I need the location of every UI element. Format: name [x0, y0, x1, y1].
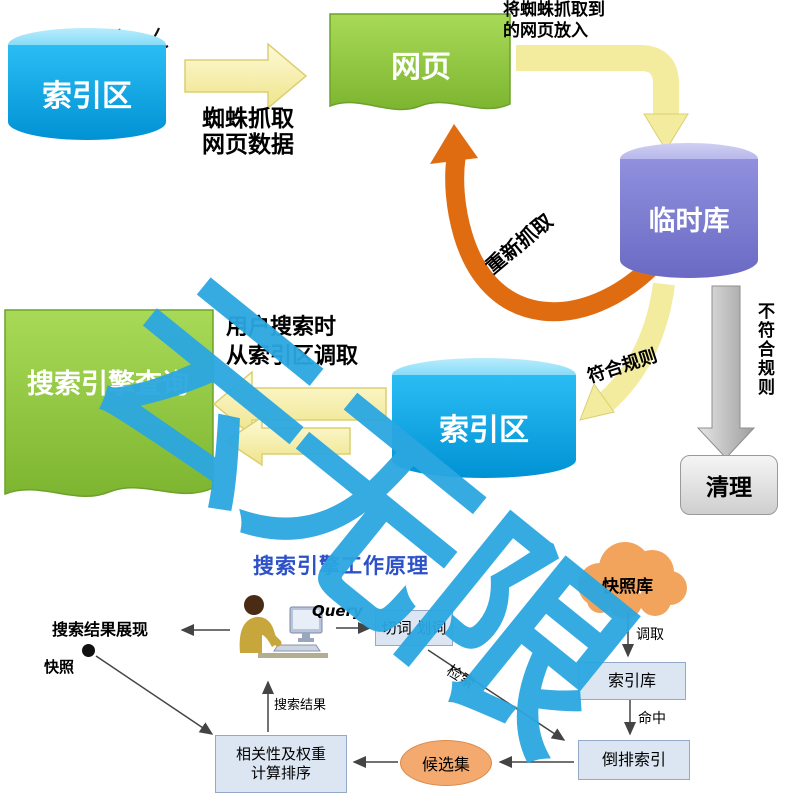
temp-db-cylinder: 临时库 — [620, 143, 758, 278]
recrawl-arrow — [430, 124, 657, 322]
to-temp-line2: 的网页放入 — [503, 21, 588, 41]
candidates-ellipse: 候选集 — [400, 740, 492, 786]
temp-db-label: 临时库 — [620, 159, 758, 278]
to-temp-arrow — [516, 45, 689, 151]
connector-dot — [82, 644, 95, 657]
query-arrow-lower — [224, 415, 351, 467]
bottom-title: 搜索引擎工作原理 — [253, 554, 429, 578]
no-match-arrow — [696, 285, 756, 459]
clean-box: 清理 — [680, 455, 778, 515]
index-db1-cylinder: 索引区 — [8, 28, 166, 140]
bottom-flow-arrows — [95, 612, 636, 768]
display-label: 搜索结果展现 — [52, 620, 149, 639]
crawl-label: 蜘蛛抓取 网页数据 — [186, 106, 310, 159]
query-flow-label: 用户搜索时 从索引区调取 — [226, 314, 358, 371]
snapshot-cloud — [578, 542, 687, 619]
webpage-page-shape — [329, 13, 511, 111]
snapshot-db-label: 快照库 — [602, 577, 653, 597]
index-db-box: 索引库 — [578, 662, 686, 700]
match-rule-arrow — [579, 282, 675, 421]
hit-label: 命中 — [638, 711, 666, 727]
rank-box-line1: 相关性及权重 — [235, 745, 326, 764]
to-temp-line1: 将蜘蛛抓取到 — [503, 0, 605, 20]
index-db2-cylinder: 索引区 — [392, 358, 576, 478]
segment-box: 切词 划词 — [375, 610, 453, 646]
to-temp-label: 将蜘蛛抓取到 的网页放入 — [503, 0, 605, 42]
crawl-label-line2: 网页数据 — [202, 132, 294, 159]
rank-box-line2: 计算排序 — [250, 764, 311, 782]
query-flow-line2: 从索引区调取 — [226, 343, 359, 369]
index-db1-label: 索引区 — [8, 45, 166, 140]
snapshot-label: 快照 — [44, 658, 75, 676]
query-page-shape — [4, 309, 214, 497]
query-text-label: Query — [312, 602, 363, 620]
result-label: 搜索结果 — [274, 698, 327, 713]
crawl-label-line1: 蜘蛛抓取 — [202, 106, 294, 132]
fetch-label: 调取 — [636, 627, 664, 643]
query-flow-line1: 用户搜索时 — [226, 315, 337, 340]
inverted-index-box: 倒排索引 — [578, 740, 690, 780]
no-match-label: 不符合规则 — [754, 302, 774, 397]
webpage-label: 网页 — [391, 50, 451, 85]
crawl-arrow — [184, 42, 308, 110]
query-page-label: 搜索引擎查询 — [27, 369, 189, 400]
index-db2-label: 索引区 — [392, 375, 576, 478]
rank-box: 相关性及权重 计算排序 — [215, 735, 347, 793]
user-at-computer-icon — [239, 595, 328, 658]
